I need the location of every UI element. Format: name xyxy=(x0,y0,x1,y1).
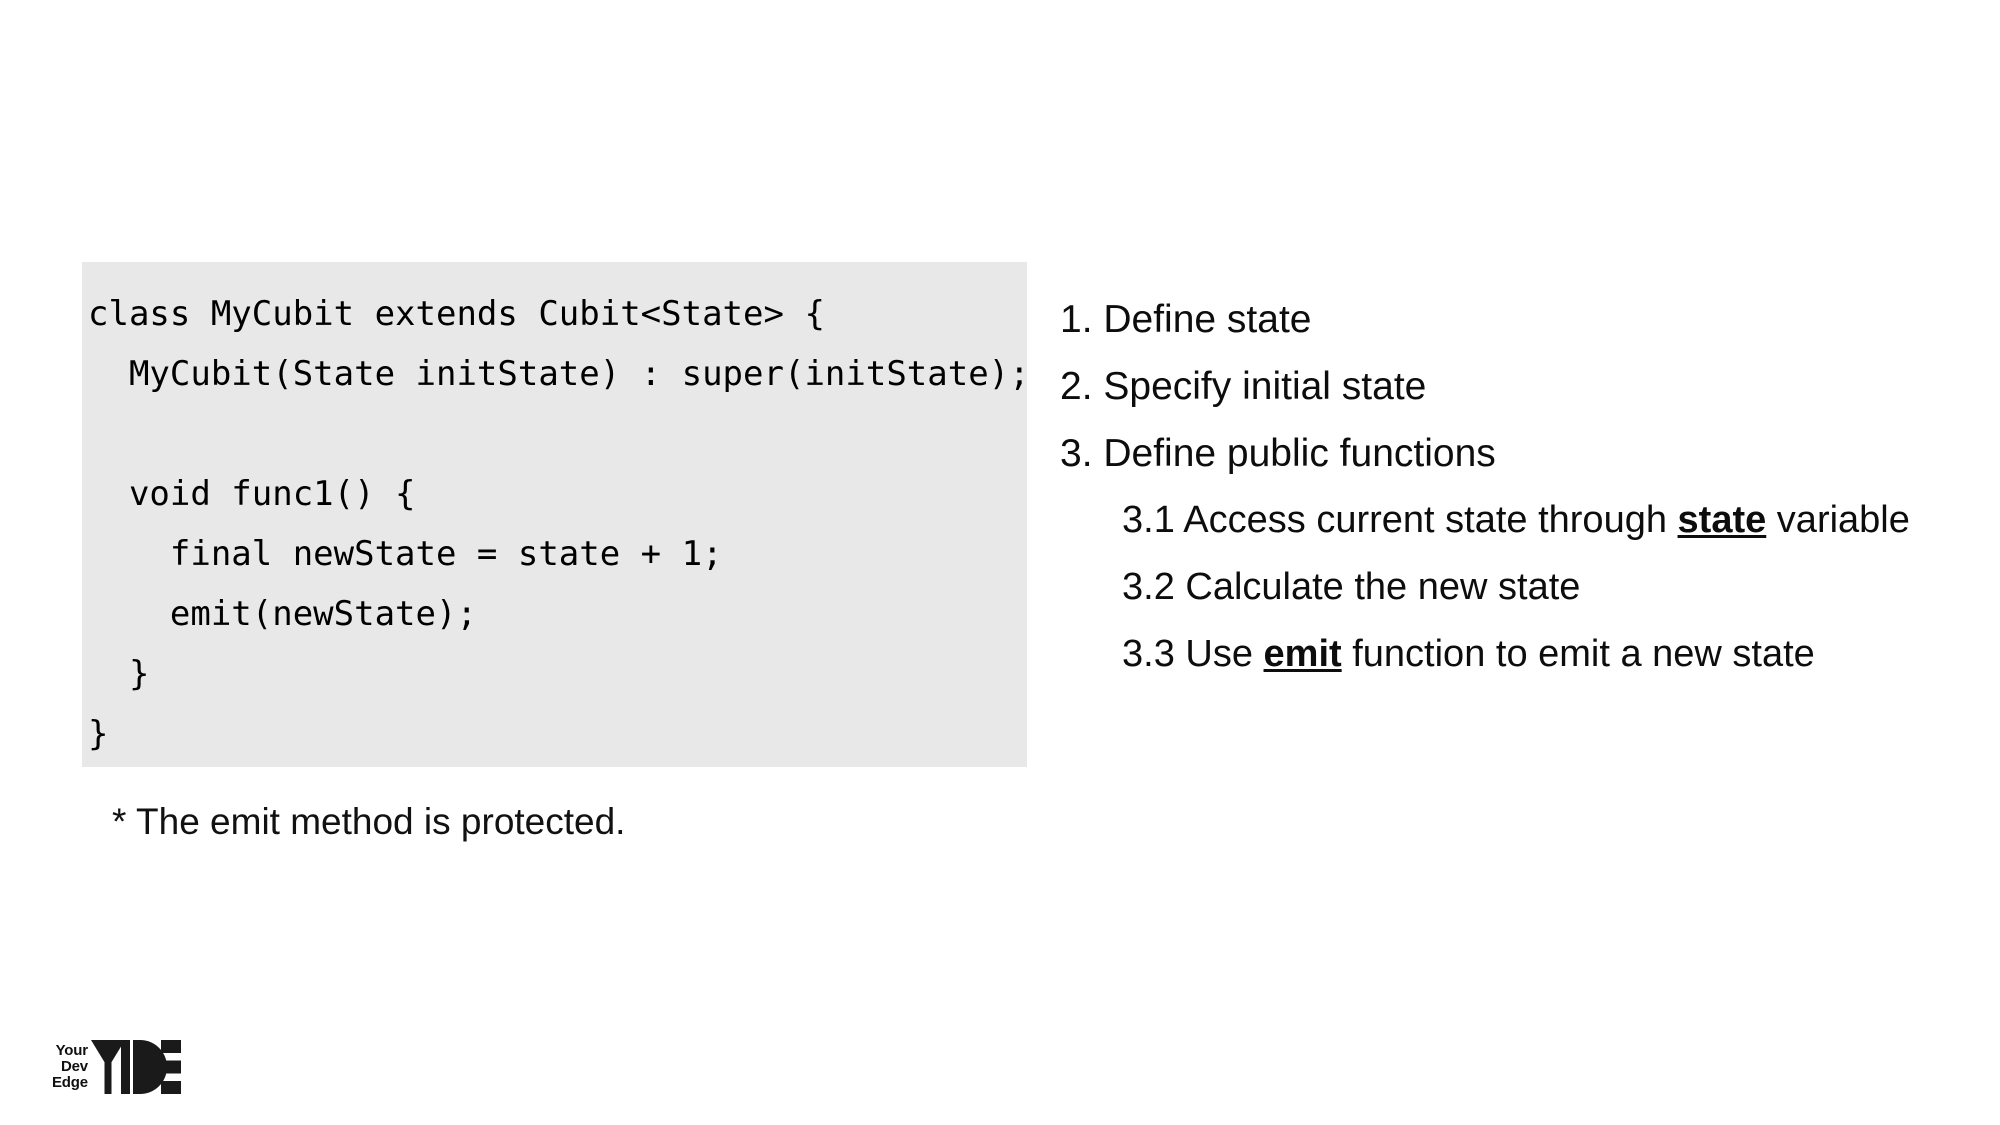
code-line: } xyxy=(88,654,150,694)
list-item: 2. Specify initial state xyxy=(1060,353,1960,420)
yde-monogram-icon xyxy=(90,1040,181,1094)
list-item: 3.3 Use emit function to emit a new stat… xyxy=(1060,621,1960,688)
list-item: 3. Define public functions xyxy=(1060,420,1960,487)
step-text: 1. Define state xyxy=(1060,298,1312,341)
steps-list: 1. Define state 2. Specify initial state… xyxy=(1060,286,1960,688)
logo-tagline-line-3: Edge xyxy=(52,1074,88,1091)
list-item: 1. Define state xyxy=(1060,286,1960,353)
footnote-text: * The emit method is protected. xyxy=(112,801,626,842)
code-line: } xyxy=(88,714,109,754)
code-line-blank xyxy=(88,404,1027,464)
code-line: MyCubit(State initState) : super(initSta… xyxy=(88,354,1030,394)
list-item: 3.2 Calculate the new state xyxy=(1060,554,1960,621)
logo-tagline-line-2: Dev xyxy=(60,1058,88,1075)
brand-logo: Your Dev Edge xyxy=(52,1038,181,1096)
code-block: class MyCubit extends Cubit<State> { MyC… xyxy=(82,262,1030,767)
step-text-after: variable xyxy=(1766,499,1910,541)
step-text: 2. Specify initial state xyxy=(1060,365,1427,408)
step-text: 3. Define public functions xyxy=(1060,432,1496,475)
step-text: 3.1 Access current state through xyxy=(1122,499,1678,541)
step-text: 3.3 Use xyxy=(1122,633,1264,675)
keyword-emit: emit xyxy=(1263,633,1342,675)
logo-tagline-line-1: Your xyxy=(55,1042,88,1059)
code-line: class MyCubit extends Cubit<State> { xyxy=(88,294,825,334)
list-item: 3.1 Access current state through state v… xyxy=(1060,487,1960,554)
code-line: void func1() { xyxy=(88,474,416,514)
code-text: class MyCubit extends Cubit<State> { MyC… xyxy=(82,284,1030,764)
code-line: emit(newState); xyxy=(88,594,477,634)
code-line: final newState = state + 1; xyxy=(88,534,723,574)
logo-tagline: Your Dev Edge xyxy=(52,1043,88,1091)
step-text-after: function to emit a new state xyxy=(1341,633,1815,675)
step-text: 3.2 Calculate the new state xyxy=(1122,566,1581,608)
keyword-state: state xyxy=(1677,499,1767,541)
